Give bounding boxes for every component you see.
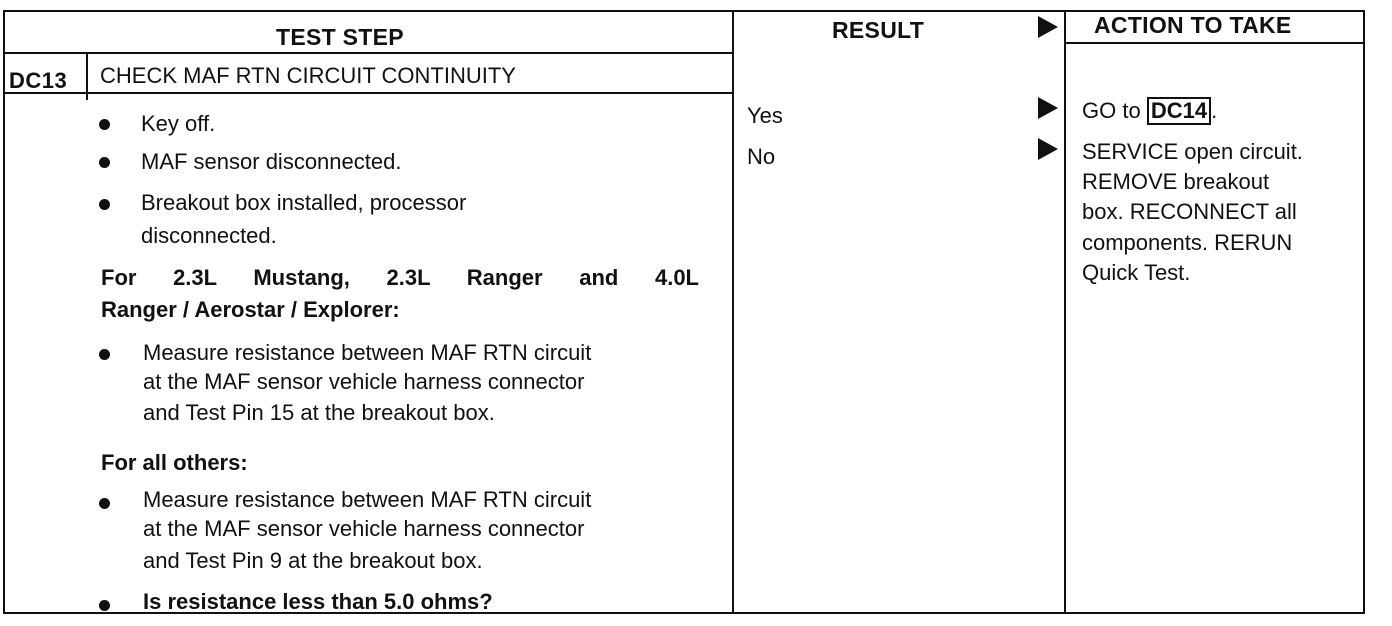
step-id-divider (86, 52, 88, 100)
condition-key-off: Key off. (141, 111, 216, 136)
step-id: DC13 (9, 68, 68, 93)
column-divider-result-action (1064, 10, 1066, 614)
bullet-icon (99, 119, 110, 130)
group2-heading: For all others: (101, 450, 248, 475)
no-arrow-icon (1038, 138, 1058, 160)
condition-breakout-box-cont: disconnected. (141, 223, 277, 248)
action-yes: GO to DC14. (1082, 95, 1217, 126)
condition-maf-disconnected: MAF sensor disconnected. (141, 149, 402, 174)
bullet-icon (99, 199, 110, 210)
header-divider-action (1064, 42, 1365, 44)
bullet-icon (99, 157, 110, 168)
header-test-step: TEST STEP (276, 24, 404, 50)
bullet-icon (99, 600, 110, 611)
result-yes: Yes (747, 103, 783, 128)
group2-instruction-line2: at the MAF sensor vehicle harness connec… (143, 516, 585, 541)
action-yes-prefix: GO to (1082, 98, 1141, 123)
result-no: No (747, 144, 776, 169)
bullet-icon (99, 349, 110, 360)
action-no-line4: components. RERUN (1082, 230, 1293, 255)
header-arrow-icon (1038, 16, 1058, 38)
yes-arrow-icon (1038, 97, 1058, 119)
action-no-line1: SERVICE open circuit. (1082, 139, 1303, 164)
action-yes-suffix: . (1211, 98, 1218, 123)
test-step-table (3, 10, 1365, 614)
question-text: Is resistance less than 5.0 ohms? (143, 589, 493, 614)
step-title: CHECK MAF RTN CIRCUIT CONTINUITY (100, 63, 516, 88)
bullet-icon (99, 498, 110, 509)
condition-breakout-box: Breakout box installed, processor (141, 190, 467, 215)
group1-instruction-line3: and Test Pin 15 at the breakout box. (143, 400, 495, 425)
group2-instruction-line1: Measure resistance between MAF RTN circu… (143, 487, 592, 512)
column-divider-test-result (732, 10, 734, 614)
step-title-divider (3, 92, 734, 94)
action-no-line3: box. RECONNECT all (1082, 199, 1297, 224)
header-action-to-take: ACTION TO TAKE (1094, 12, 1292, 38)
group1-heading-cont: Ranger / Aerostar / Explorer: (101, 297, 400, 322)
action-no-line2: REMOVE breakout (1082, 169, 1270, 194)
group1-instruction-line2: at the MAF sensor vehicle harness connec… (143, 369, 585, 394)
action-yes-ref: DC14 (1146, 97, 1212, 125)
group1-heading: For 2.3L Mustang, 2.3L Ranger and 4.0L (101, 265, 699, 290)
header-divider-test-step (3, 52, 734, 54)
action-no-line5: Quick Test. (1082, 260, 1191, 285)
group2-instruction-line3: and Test Pin 9 at the breakout box. (143, 548, 483, 573)
header-result: RESULT (832, 17, 925, 43)
group1-instruction-line1: Measure resistance between MAF RTN circu… (143, 340, 592, 365)
